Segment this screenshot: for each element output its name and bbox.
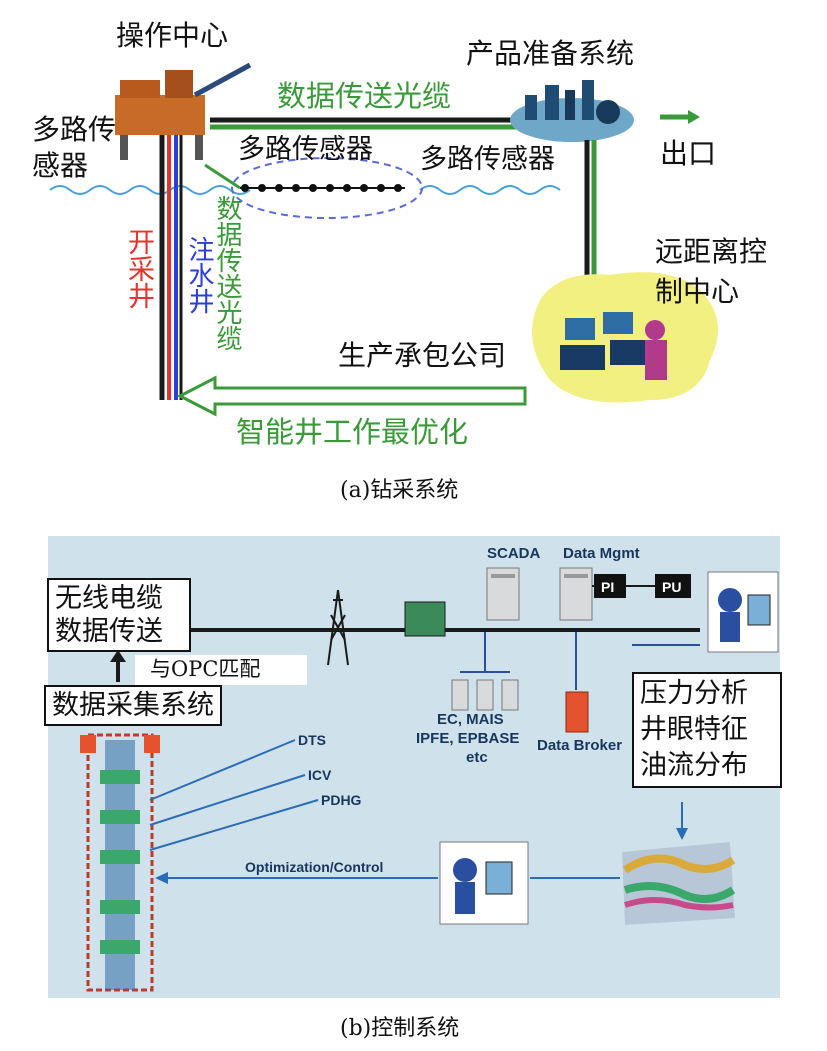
caption-top: (a)钻采系统 (340, 478, 459, 503)
label-operation-center: 操作中心 (116, 19, 229, 52)
analysis-box: 压力分析 井眼特征 油流分布 (632, 672, 782, 788)
analysis-line1: 压力分析 (640, 678, 748, 709)
label-pdhg: PDHG (321, 792, 362, 808)
label-data-cable-top: 数据传送光缆 (277, 79, 452, 113)
wireless-box-line1: 无线电缆 (55, 583, 163, 614)
top-diagram-graphics (49, 62, 718, 417)
label-scada: SCADA (487, 545, 541, 562)
label-data-cable-vertical: 数据传送光缆 (212, 195, 242, 351)
label-optimization: 智能井工作最优化 (236, 415, 469, 449)
label-product-prep-system: 产品准备系统 (466, 37, 635, 70)
refinery-icon (510, 80, 634, 142)
ec-servers-icon (451, 679, 519, 711)
data-mgmt-server-icon (559, 567, 593, 621)
label-remote-control-center: 远距离控制中心 (655, 235, 768, 308)
label-contractor: 生产承包公司 (338, 339, 507, 372)
well-completion-schematic-icon (80, 733, 160, 992)
workstation-icon (404, 601, 446, 637)
optimization-arrow (176, 375, 527, 417)
sea-wave-left (49, 185, 251, 195)
radio-tower-icon (327, 589, 349, 666)
label-optimization-control: Optimization/Control (245, 859, 384, 875)
label-production-well: 开采井 (123, 228, 154, 309)
label-pu: PU (662, 579, 682, 595)
label-pi: PI (601, 579, 615, 595)
caption-bottom: (b)控制系统 (340, 1016, 460, 1041)
sensor-string-ellipse (231, 157, 423, 219)
opc-match-label-bg (135, 655, 307, 685)
data-broker-server-icon (565, 691, 589, 733)
label-multi-sensor-left: 多路传感器 (32, 113, 117, 182)
label-injection-well: 注水井 (184, 236, 214, 314)
wireless-box-line2: 数据传送 (55, 616, 163, 647)
label-export: 出口 (660, 137, 717, 170)
label-data-mgmt: Data Mgmt (563, 545, 640, 562)
offshore-platform-icon (115, 62, 252, 160)
label-opc-match: 与OPC匹配 (150, 657, 261, 681)
label-data-broker: Data Broker (537, 737, 623, 754)
label-ec-line3: etc (466, 749, 488, 766)
analyst-person-icon-top (707, 571, 779, 653)
control-room-illustration-icon (532, 272, 718, 403)
reservoir-model-icon (622, 842, 736, 925)
label-multi-sensor-right: 多路传感器 (420, 144, 555, 175)
scada-server-icon (486, 567, 520, 621)
analyst-person-icon-bottom (439, 841, 529, 925)
label-icv: ICV (308, 767, 332, 783)
data-acquisition-box: 数据采集系统 (44, 685, 222, 726)
label-dts: DTS (298, 732, 326, 748)
label-ec-line2: IPFE, EPBASE (416, 730, 520, 747)
wireless-cable-box: 无线电缆 数据传送 (47, 578, 191, 652)
label-ec-line1: EC, MAIS (437, 711, 504, 728)
analysis-line3: 油流分布 (640, 750, 748, 781)
sea-wave-right (419, 185, 561, 195)
label-multi-sensor-mid: 多路传感器 (238, 134, 373, 165)
analysis-line2: 井眼特征 (640, 714, 748, 745)
